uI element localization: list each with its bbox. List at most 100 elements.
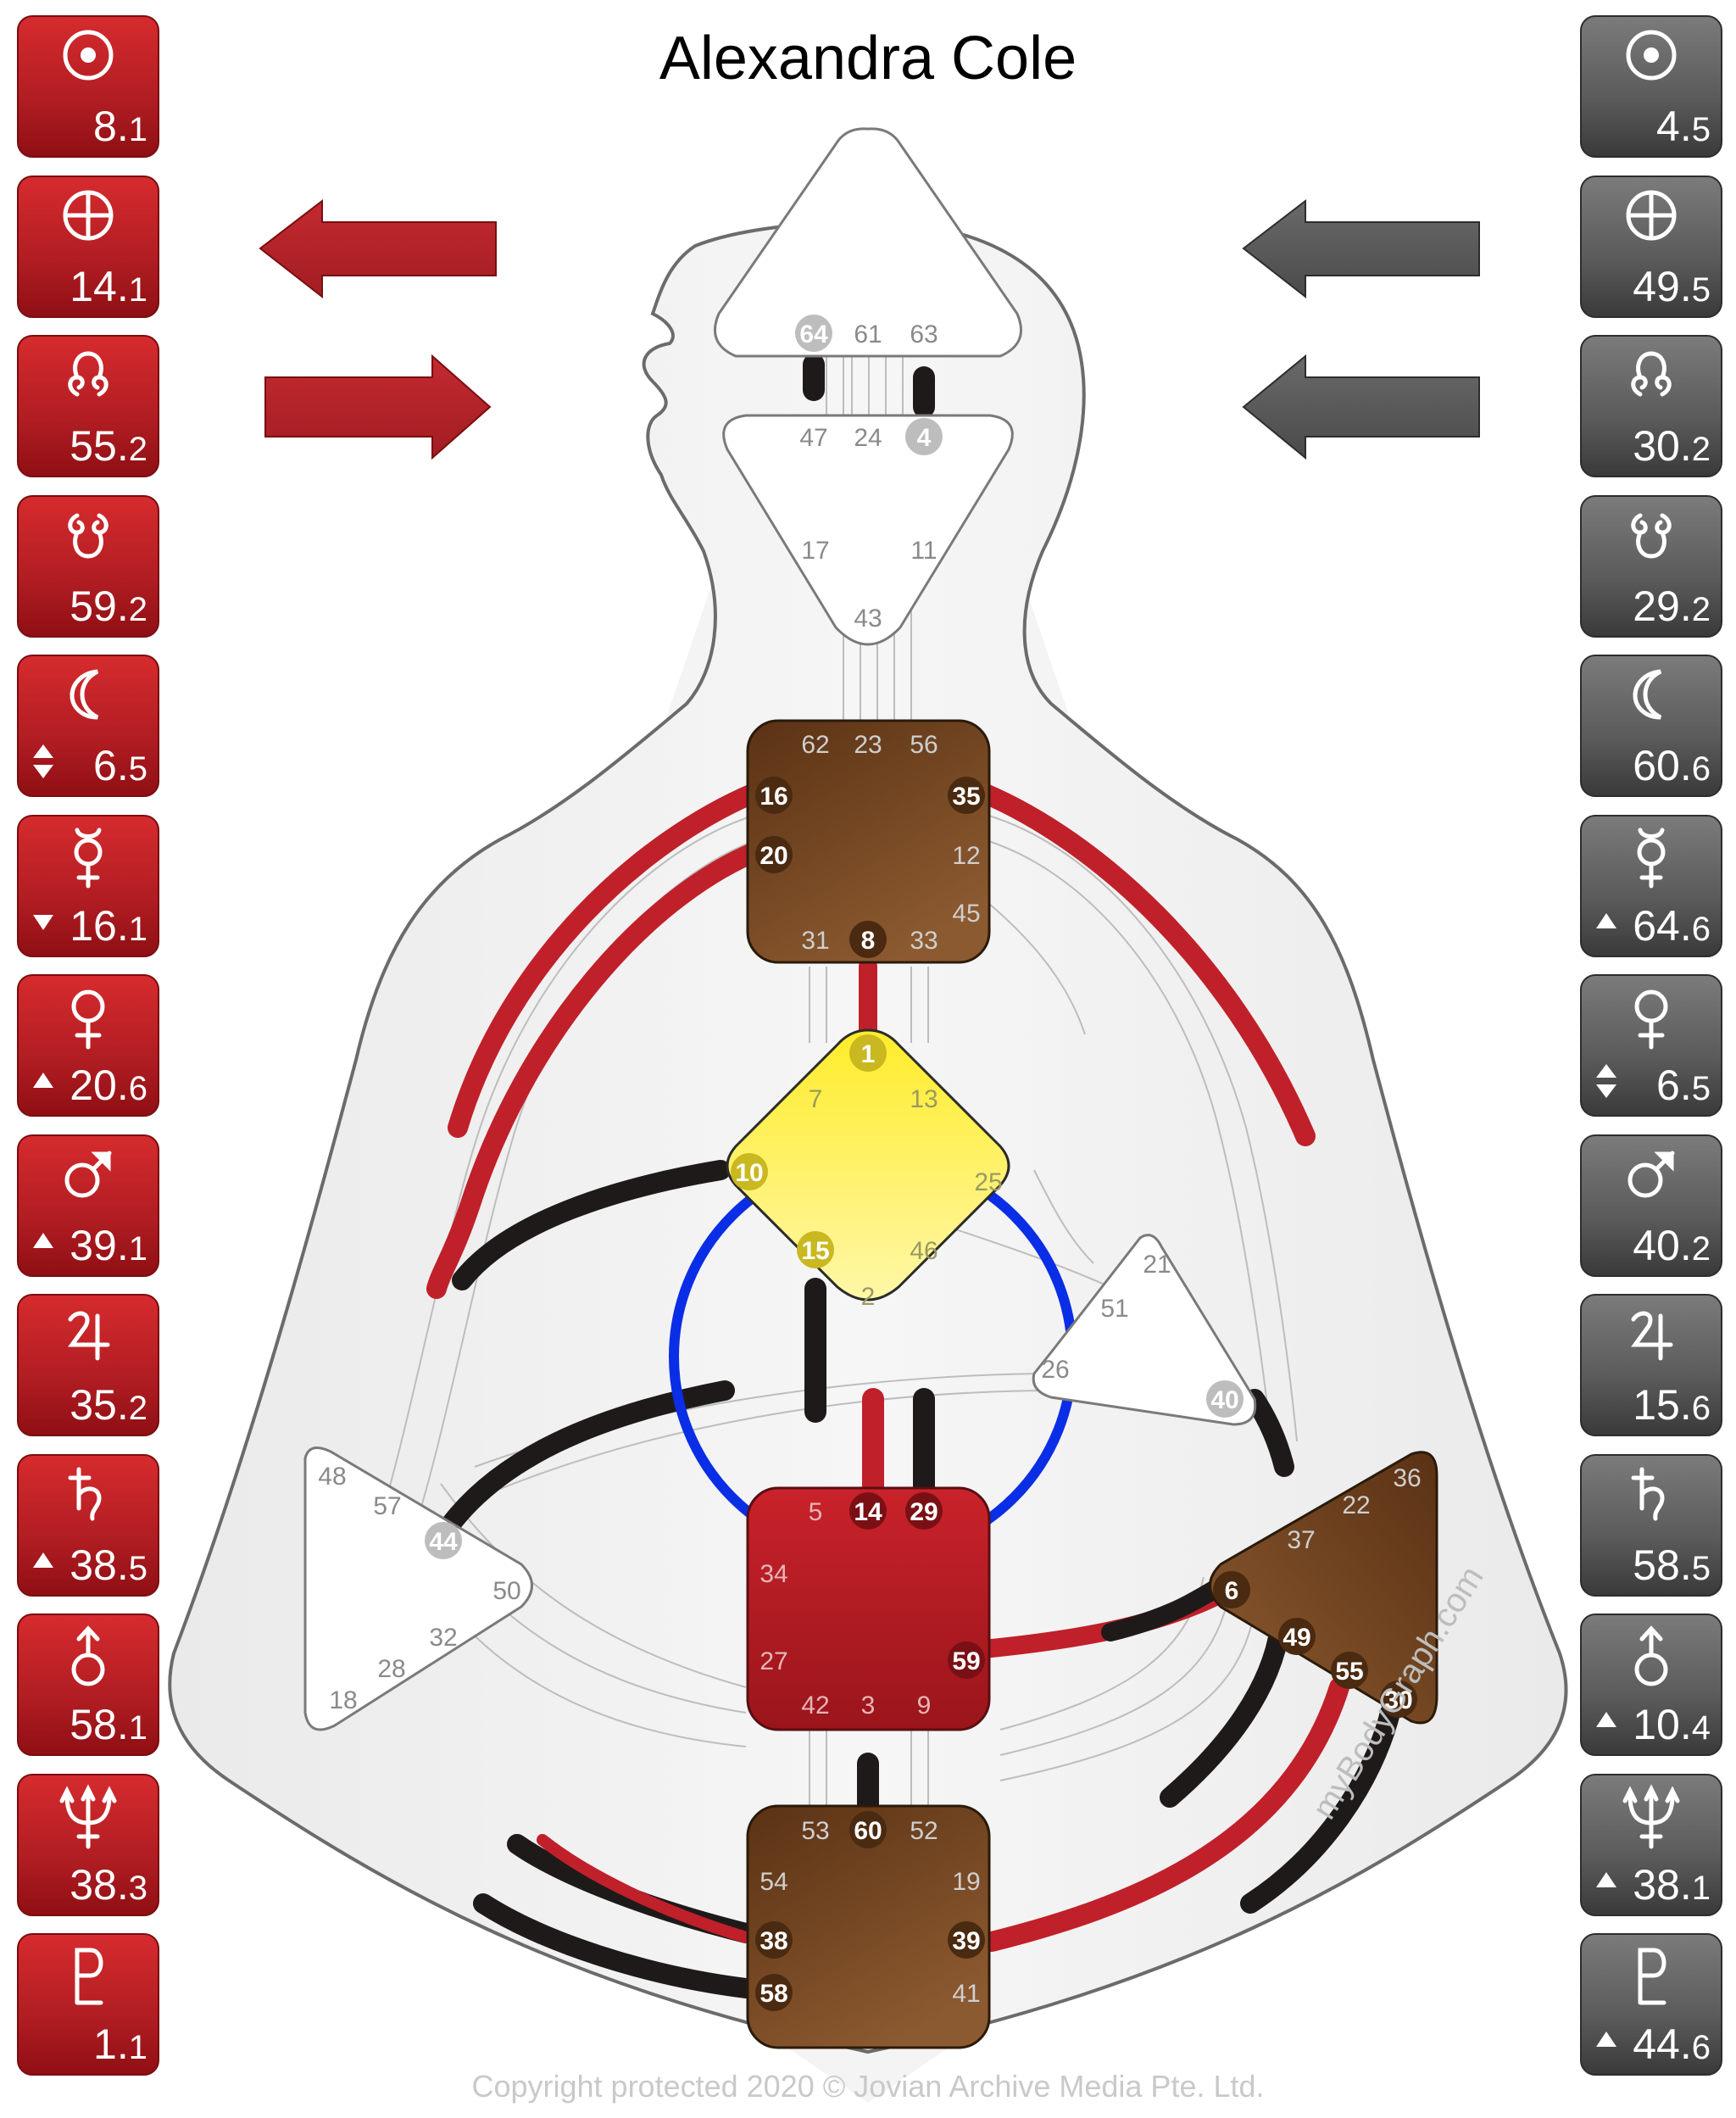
gate-18[interactable]: 18	[329, 1686, 357, 1714]
gate-19[interactable]: 19	[952, 1868, 980, 1896]
gate-48[interactable]: 48	[318, 1463, 346, 1491]
gate-12[interactable]: 12	[952, 842, 980, 870]
gate-62[interactable]: 62	[801, 731, 829, 759]
personality-planet-north-node[interactable]: 30.2	[1580, 335, 1722, 477]
gate-34[interactable]: 34	[760, 1560, 787, 1588]
gate-11[interactable]: 11	[910, 537, 937, 565]
personality-planet-venus[interactable]: 6.5	[1580, 974, 1722, 1117]
personality-planet-earth[interactable]: 49.5	[1580, 175, 1722, 318]
design-planet-north-node[interactable]: 55.2	[17, 335, 159, 477]
gate-25[interactable]: 25	[974, 1168, 1002, 1196]
personality-planet-moon[interactable]: 60.6	[1580, 655, 1722, 797]
head-center[interactable]	[714, 127, 1022, 358]
design-planet-mercury[interactable]: 16.1	[17, 814, 159, 957]
gate-51[interactable]: 51	[1100, 1295, 1128, 1323]
solar-plexus-center[interactable]	[1209, 1451, 1438, 1725]
gate-60[interactable]: 60	[849, 1811, 887, 1848]
personality-planet-jupiter[interactable]: 15.6	[1580, 1294, 1722, 1436]
gate-46[interactable]: 46	[910, 1237, 938, 1265]
gate-24[interactable]: 24	[854, 424, 882, 452]
spleen-center[interactable]	[303, 1446, 533, 1731]
mercury-icon	[19, 825, 158, 896]
gate-59[interactable]: 59	[948, 1641, 985, 1679]
design-planet-moon[interactable]: 6.5	[17, 655, 159, 797]
gate-54[interactable]: 54	[760, 1868, 787, 1896]
gate-49[interactable]: 49	[1278, 1618, 1316, 1655]
gate-41[interactable]: 41	[952, 1980, 980, 2008]
personality-planet-south-node[interactable]: 29.2	[1580, 494, 1722, 638]
gate-39[interactable]: 39	[948, 1921, 985, 1959]
gate-47[interactable]: 47	[799, 424, 827, 452]
gate-22[interactable]: 22	[1342, 1491, 1370, 1519]
personality-planet-sun[interactable]: 4.5	[1580, 15, 1722, 158]
gate-40[interactable]: 40	[1206, 1380, 1244, 1418]
gate-58[interactable]: 58	[755, 1974, 793, 2011]
gate-4[interactable]: 4	[905, 418, 943, 455]
gate-31[interactable]: 31	[801, 927, 829, 955]
gate-35[interactable]: 35	[948, 777, 985, 814]
gate-64[interactable]: 64	[795, 315, 832, 352]
gate-16[interactable]: 16	[755, 777, 793, 814]
gate-13[interactable]: 13	[910, 1085, 938, 1113]
gate-23[interactable]: 23	[854, 731, 882, 759]
gate-9[interactable]: 9	[917, 1692, 932, 1719]
gate-52[interactable]: 52	[910, 1817, 938, 1845]
design-planet-venus[interactable]: 20.6	[17, 974, 159, 1117]
throat-center[interactable]	[746, 719, 991, 964]
ajna-center[interactable]	[722, 414, 1014, 646]
gate-5[interactable]: 5	[809, 1498, 823, 1526]
ego-center[interactable]	[1032, 1234, 1257, 1426]
gate-33[interactable]: 33	[910, 927, 938, 955]
gate-44[interactable]: 44	[425, 1522, 462, 1559]
sacral-center[interactable]	[746, 1486, 991, 1731]
personality-planet-mercury[interactable]: 64.6	[1580, 814, 1722, 957]
personality-planet-mars[interactable]: 40.2	[1580, 1134, 1722, 1277]
gate-30[interactable]: 30	[1380, 1680, 1417, 1718]
design-planet-sun[interactable]: 8.1	[17, 15, 159, 158]
design-planet-earth[interactable]: 14.1	[17, 175, 159, 318]
gate-55[interactable]: 55	[1331, 1652, 1368, 1689]
personality-planet-saturn[interactable]: 58.5	[1580, 1453, 1722, 1597]
gate-20[interactable]: 20	[755, 836, 793, 873]
gate-57[interactable]: 57	[373, 1492, 401, 1520]
gate-45[interactable]: 45	[952, 900, 980, 928]
gate-17[interactable]: 17	[801, 537, 829, 565]
gate-32[interactable]: 32	[429, 1624, 457, 1652]
gate-21[interactable]: 21	[1143, 1251, 1171, 1279]
gate-43[interactable]: 43	[854, 605, 882, 633]
gate-61[interactable]: 61	[854, 320, 882, 348]
gate-27[interactable]: 27	[760, 1647, 787, 1675]
design-planet-uranus[interactable]: 58.1	[17, 1614, 159, 1756]
gate-29[interactable]: 29	[905, 1492, 943, 1530]
gate-14[interactable]: 14	[849, 1492, 887, 1530]
design-planet-pluto[interactable]: 1.1	[17, 1933, 159, 2076]
gate-15[interactable]: 15	[797, 1231, 834, 1268]
gate-53[interactable]: 53	[801, 1817, 829, 1845]
design-planet-mars[interactable]: 39.1	[17, 1134, 159, 1277]
gate-10[interactable]: 10	[731, 1153, 768, 1190]
gate-50[interactable]: 50	[492, 1577, 520, 1605]
gate-56[interactable]: 56	[910, 731, 938, 759]
gate-63[interactable]: 63	[910, 320, 938, 348]
gate-26[interactable]: 26	[1041, 1356, 1069, 1384]
gate-8[interactable]: 8	[849, 921, 887, 958]
design-planet-jupiter[interactable]: 35.2	[17, 1294, 159, 1436]
gate-1[interactable]: 1	[849, 1034, 887, 1072]
personality-planet-neptune[interactable]: 38.1	[1580, 1773, 1722, 1916]
gate-37[interactable]: 37	[1287, 1526, 1315, 1554]
design-planet-neptune[interactable]: 38.3	[17, 1773, 159, 1916]
design-planet-south-node[interactable]: 59.2	[17, 494, 159, 638]
gate-42[interactable]: 42	[801, 1692, 829, 1719]
g-center[interactable]	[726, 1028, 1010, 1301]
gate-6[interactable]: 6	[1213, 1571, 1250, 1608]
gate-3[interactable]: 3	[861, 1692, 876, 1719]
personality-planet-uranus[interactable]: 10.4	[1580, 1614, 1722, 1756]
personality-planet-pluto[interactable]: 44.6	[1580, 1933, 1722, 2076]
gate-2[interactable]: 2	[861, 1283, 876, 1311]
design-planet-saturn[interactable]: 38.5	[17, 1453, 159, 1597]
gate-28[interactable]: 28	[377, 1655, 405, 1683]
root-center[interactable]	[746, 1804, 991, 2049]
gate-36[interactable]: 36	[1393, 1464, 1421, 1492]
gate-7[interactable]: 7	[809, 1085, 823, 1113]
gate-38[interactable]: 38	[755, 1921, 793, 1959]
